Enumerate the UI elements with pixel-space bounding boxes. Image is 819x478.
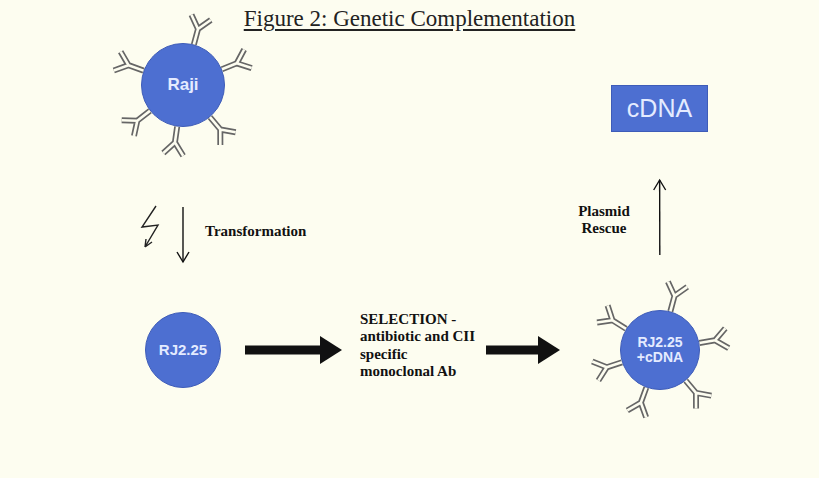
arrow-line <box>182 207 183 262</box>
lightning-symbol <box>142 206 158 247</box>
antibody-outline <box>698 328 729 353</box>
antibody <box>184 15 211 47</box>
figure-title: Figure 2: Genetic Complementation <box>0 6 819 32</box>
cell-circle: Raji <box>141 43 225 127</box>
cell-circle: RJ2.25 +cDNA <box>620 310 700 390</box>
arrow-line <box>659 180 661 255</box>
antibody-outline <box>661 282 688 314</box>
antibody-outline <box>163 125 187 156</box>
edge-label: Plasmid Rescue <box>566 203 642 238</box>
product-box: cDNA <box>611 85 708 132</box>
node-label: RJ2.25 <box>159 342 207 359</box>
antibody-group <box>114 15 729 418</box>
edge-label: Transformation <box>205 223 355 240</box>
connector-arrow <box>654 180 666 255</box>
node-label: RJ2.25 +cDNA <box>630 335 690 366</box>
antibody <box>661 282 688 314</box>
antibody-fill <box>184 15 211 47</box>
edge-label: SELECTION -antibiotic and CII specific m… <box>360 311 482 380</box>
arrow-line <box>486 346 539 355</box>
cell-circle: RJ2.25 <box>145 312 221 388</box>
antibody-fill <box>698 328 729 353</box>
antibody-fill <box>163 125 187 156</box>
arrow-head <box>654 180 666 190</box>
arrow-head <box>320 336 342 364</box>
antibody-outline <box>184 15 211 47</box>
antibody-fill <box>661 282 688 314</box>
antibody <box>163 125 187 156</box>
connector-arrow <box>177 207 189 262</box>
arrow-line <box>245 346 321 355</box>
node-label: cDNA <box>627 95 692 123</box>
arrow-head <box>177 252 189 262</box>
arrow-head <box>538 336 560 364</box>
node-label: Raji <box>167 76 198 95</box>
antibody <box>698 328 729 353</box>
